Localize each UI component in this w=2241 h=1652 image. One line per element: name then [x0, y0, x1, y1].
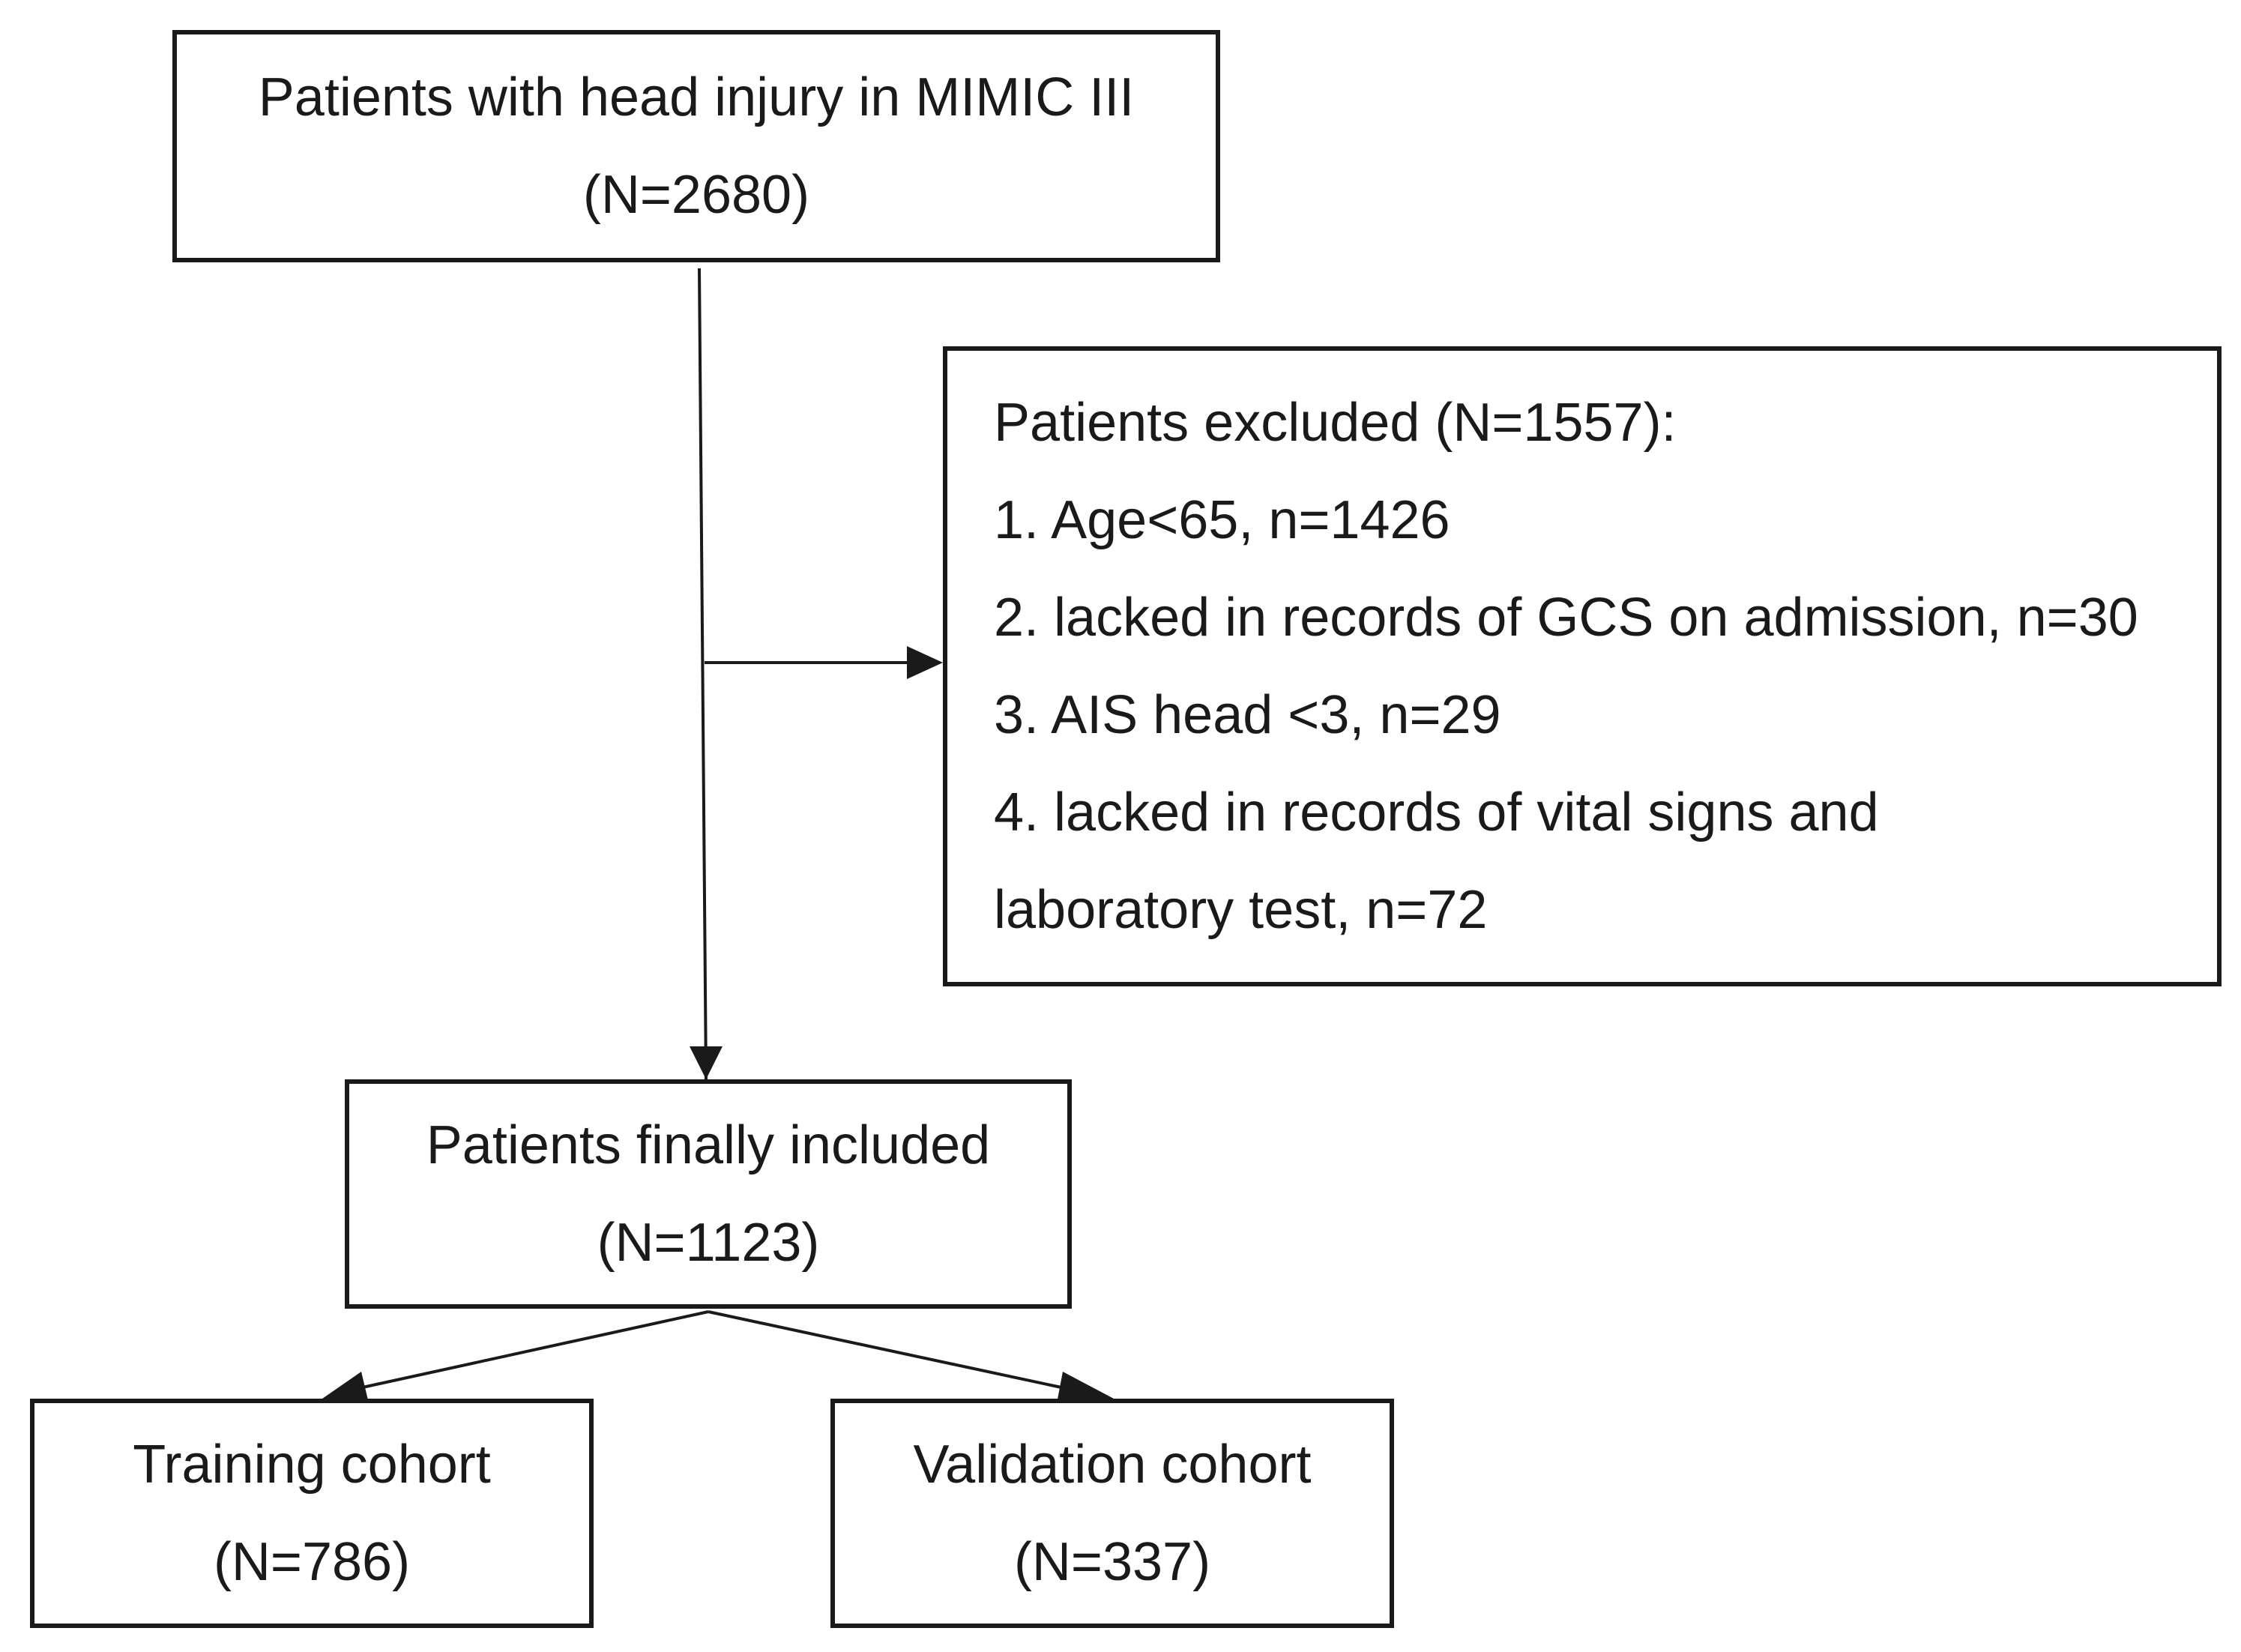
validation-cohort-box: Validation cohort (N=337)	[830, 1399, 1394, 1628]
training-cohort-count: (N=786)	[213, 1532, 411, 1592]
arrow-included-to-validation	[708, 1310, 1073, 1391]
arrowhead-excluded	[907, 646, 943, 679]
arrowhead-training	[322, 1372, 369, 1403]
excluded-heading: Patients excluded (N=1557):	[994, 393, 1677, 453]
included-patients-box: Patients finally included (N=1123)	[345, 1079, 1072, 1309]
exclusion-criterion-ais: 3. AIS head <3, n=29	[994, 685, 1501, 745]
source-population-box: Patients with head injury in MIMIC III (…	[172, 30, 1220, 262]
source-population-count: (N=2680)	[582, 165, 810, 225]
arrowhead-validation	[1057, 1372, 1114, 1403]
arrow-included-to-training	[352, 1310, 709, 1391]
included-count: (N=1123)	[597, 1213, 820, 1273]
arrow-source-to-included	[698, 268, 708, 1080]
arrowhead-included	[690, 1046, 723, 1079]
validation-cohort-count: (N=337)	[1013, 1532, 1211, 1592]
excluded-patients-box: Patients excluded (N=1557): 1. Age<65, n…	[943, 346, 2222, 986]
exclusion-criterion-gcs: 2. lacked in records of GCS on admission…	[994, 588, 2138, 648]
included-label: Patients finally included	[426, 1115, 991, 1175]
exclusion-criterion-age: 1. Age<65, n=1426	[994, 490, 1450, 550]
exclusion-criterion-vitals: 4. lacked in records of vital signs and	[994, 783, 1879, 842]
validation-cohort-label: Validation cohort	[913, 1435, 1312, 1495]
source-population-label: Patients with head injury in MIMIC III	[258, 67, 1135, 127]
exclusion-criterion-vitals-cont: laboratory test, n=72	[994, 880, 1488, 940]
training-cohort-box: Training cohort (N=786)	[30, 1399, 594, 1628]
training-cohort-label: Training cohort	[133, 1435, 491, 1495]
